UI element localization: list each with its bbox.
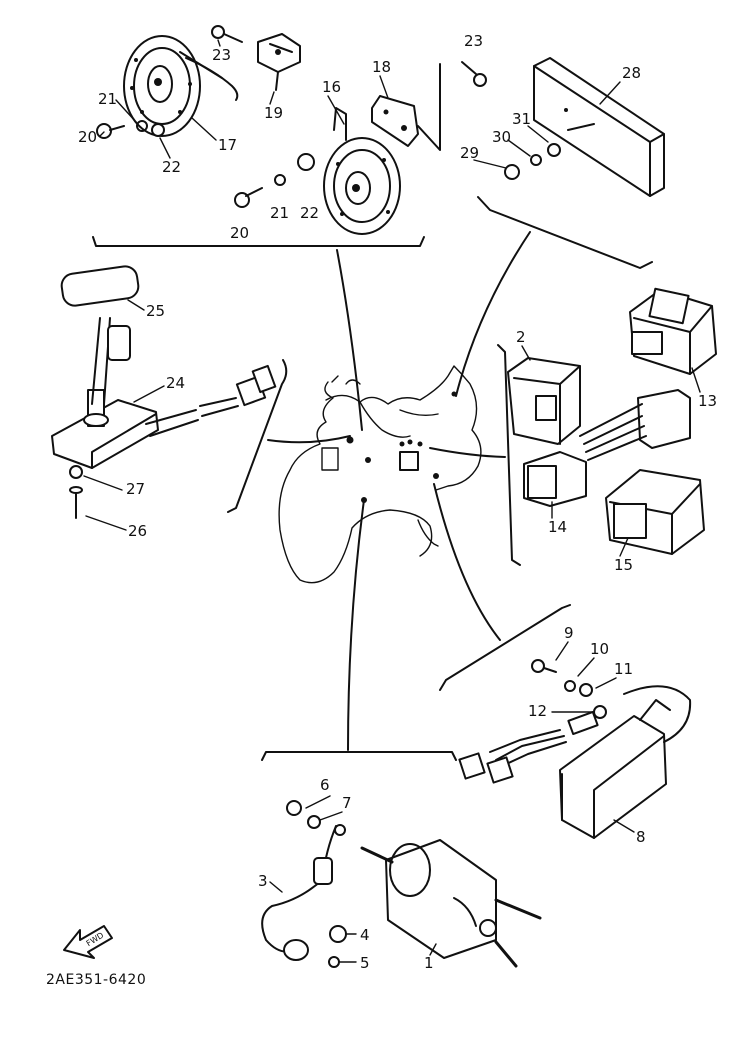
nuts-4-5 [328, 925, 347, 968]
harness-8 [458, 710, 599, 784]
horn-16 [323, 107, 401, 235]
label-part-26: 26 [128, 522, 147, 540]
label-part-1: 1 [424, 954, 434, 972]
label-part-3: 3 [258, 872, 268, 890]
label-part-2: 2 [516, 328, 526, 346]
label-part-14: 14 [548, 518, 567, 536]
group-brackets [92, 196, 653, 761]
callout-leaders [83, 39, 701, 963]
relay-2 [507, 357, 581, 445]
sender-unit-24 [51, 317, 277, 469]
label-part-29: 29 [460, 144, 479, 162]
label-part-13: 13 [698, 392, 717, 410]
label-part-19: 19 [264, 104, 283, 122]
fasteners-center [234, 153, 315, 208]
leader-lines [267, 231, 531, 751]
cable-3 [261, 824, 346, 961]
label-part-18: 18 [372, 58, 391, 76]
label-part-22b: 22 [300, 204, 319, 222]
front-arrow-icon: FWD [63, 925, 113, 959]
label-part-4: 4 [360, 926, 370, 944]
label-part-27: 27 [126, 480, 145, 498]
label-part-23: 23 [212, 46, 231, 64]
horn-17 [123, 35, 239, 137]
label-part-15: 15 [614, 556, 633, 574]
label-part-23b: 23 [464, 32, 483, 50]
label-part-11: 11 [614, 660, 633, 678]
nuts-6-7 [286, 800, 321, 829]
fasteners-8 [531, 659, 607, 719]
label-part-10: 10 [590, 640, 609, 658]
rectifier-8 [559, 685, 692, 839]
bracket-18 [371, 63, 441, 151]
gasket-25 [60, 265, 140, 307]
label-part-30: 30 [492, 128, 511, 146]
fasteners-right [504, 143, 561, 180]
connector-15 [605, 469, 705, 555]
label-part-12: 12 [528, 702, 547, 720]
label-part-16: 16 [322, 78, 341, 96]
label-part-17: 17 [218, 136, 237, 154]
label-part-6: 6 [320, 776, 330, 794]
bolt-23b [461, 61, 487, 87]
label-part-5: 5 [360, 954, 370, 972]
label-part-24: 24 [166, 374, 185, 392]
label-part-28: 28 [622, 64, 641, 82]
label-part-21: 21 [98, 90, 117, 108]
label-part-22: 22 [162, 158, 181, 176]
bolt-23 [211, 25, 243, 43]
callout-labels: 1 2 3 4 5 6 7 8 9 10 11 12 13 14 15 16 1… [78, 32, 717, 972]
label-part-8: 8 [636, 828, 646, 846]
relay-13 [629, 287, 717, 375]
starter-relay-1 [360, 839, 542, 968]
screw-26-nut-27 [69, 465, 83, 519]
fasteners-left [96, 120, 165, 139]
label-part-31: 31 [512, 110, 531, 128]
drawing-code: 2AE351-6420 [46, 972, 147, 988]
label-part-20b: 20 [230, 224, 249, 242]
relay-box-28 [533, 57, 665, 197]
label-part-7: 7 [342, 794, 352, 812]
bracket-19 [257, 33, 301, 91]
frame-outline [278, 365, 482, 584]
label-part-20: 20 [78, 128, 97, 146]
label-part-21b: 21 [270, 204, 289, 222]
label-part-9: 9 [564, 624, 574, 642]
label-part-25: 25 [146, 302, 165, 320]
connector-14 [523, 389, 691, 507]
